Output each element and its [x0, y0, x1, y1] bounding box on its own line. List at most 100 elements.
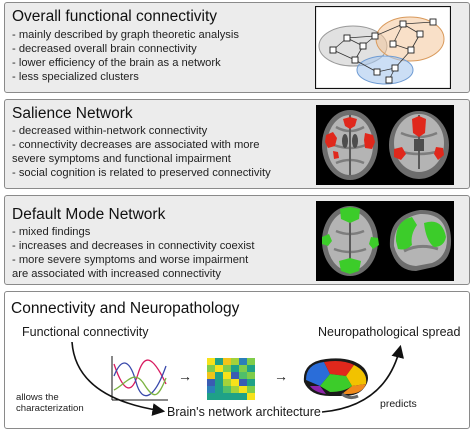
bullet-list: - mainly described by graph theoretic an…: [12, 28, 239, 84]
matrix-cell: [247, 372, 255, 379]
matrix-cell: [223, 393, 231, 400]
matrix-cell: [231, 365, 239, 372]
pathology-region: [320, 374, 352, 392]
list-item: - more severe symptoms and worse impairm…: [12, 254, 249, 266]
matrix-cell: [215, 379, 223, 386]
matrix-cell: [215, 358, 223, 365]
graph-node: [329, 46, 337, 54]
matrix-cell: [247, 393, 255, 400]
graph-node: [343, 34, 351, 42]
graph-node: [429, 18, 437, 26]
matrix-cell: [239, 358, 247, 365]
network-graph-illustration: [315, 6, 451, 89]
panel-default-mode-network: Default Mode Network - mixed findings - …: [4, 195, 470, 285]
brain-network-architecture-label: Brain's network architecture: [167, 405, 321, 419]
graph-node: [399, 20, 407, 28]
matrix-cell: [215, 372, 223, 379]
allows-line-1: allows the: [16, 392, 59, 403]
panel-title: Overall functional connectivity: [12, 8, 218, 25]
graph-node: [371, 32, 379, 40]
matrix-cell: [239, 379, 247, 386]
matrix-cell: [231, 379, 239, 386]
panel-title: Connectivity and Neuropathology: [11, 300, 240, 317]
salience-cluster: [343, 117, 357, 129]
functional-connectivity-label: Functional connectivity: [22, 325, 149, 339]
dmn-cluster: [395, 217, 417, 250]
allows-line-2: characterization: [16, 403, 84, 414]
coronal-brain-slice: [389, 111, 449, 179]
dmn-cluster: [424, 221, 446, 247]
graph-node: [407, 46, 415, 54]
arrow-characterization: [71, 341, 166, 416]
matrix-cell: [239, 365, 247, 372]
dmn-cluster: [322, 234, 332, 246]
matrix-cell: [215, 365, 223, 372]
axial-brain-slice: [322, 206, 379, 276]
sagittal-brain-slice: [389, 209, 452, 271]
matrix-cell: [223, 365, 231, 372]
matrix-cell: [231, 372, 239, 379]
timeseries-plot: [111, 356, 168, 401]
list-item: - increases and decreases in connectivit…: [12, 240, 255, 252]
graph-node: [351, 56, 359, 64]
predicts-label: predicts: [380, 398, 417, 410]
pathology-region: [324, 361, 354, 376]
salience-brain-images: [316, 105, 454, 185]
salience-cluster: [325, 132, 337, 148]
list-item: - lower efficiency of the brain as a net…: [12, 57, 221, 69]
list-item: are associated with increased connectivi…: [12, 268, 221, 280]
list-item: - mixed findings: [12, 226, 91, 238]
timeseries-line: [113, 362, 167, 397]
salience-cluster: [364, 133, 375, 149]
matrix-cell: [239, 386, 247, 393]
matrix-cell: [223, 358, 231, 365]
matrix-cell: [207, 365, 215, 372]
arrow-glyph-1: →: [178, 368, 192, 384]
dmn-cluster: [369, 237, 379, 249]
matrix-cell: [247, 379, 255, 386]
bullet-list: - decreased within-network connectivity …: [12, 124, 271, 180]
graph-node: [416, 30, 424, 38]
pathology-region: [310, 386, 326, 394]
timeseries-line: [113, 376, 167, 396]
list-item: - mainly described by graph theoretic an…: [12, 29, 239, 41]
matrix-cell: [247, 365, 255, 372]
matrix-cell: [247, 358, 255, 365]
dmn-cluster: [339, 258, 361, 274]
matrix-cell: [231, 386, 239, 393]
neuropathological-spread-label: Neuropathological spread: [318, 325, 461, 339]
arrow-glyph-2: →: [274, 368, 288, 384]
matrix-cell: [231, 393, 239, 400]
list-item: - social cognition is related to preserv…: [12, 167, 271, 179]
list-item: - decreased overall brain connectivity: [12, 43, 197, 55]
matrix-cell: [223, 372, 231, 379]
matrix-cell: [223, 386, 231, 393]
list-item: - decreased within-network connectivity: [12, 125, 208, 137]
salience-cluster: [394, 147, 406, 160]
matrix-cell: [231, 358, 239, 365]
axial-brain-slice: [322, 110, 378, 180]
panel-overall-connectivity: Overall functional connectivity - mainly…: [4, 2, 470, 93]
matrix-cell: [207, 372, 215, 379]
timeseries-line: [113, 359, 167, 389]
graph-node: [391, 64, 399, 72]
graph-node: [389, 40, 397, 48]
matrix-cell: [239, 393, 247, 400]
allows-characterization-label: allows the characterization: [16, 392, 84, 414]
matrix-cell: [215, 393, 223, 400]
panel-salience-network: Salience Network - decreased within-netw…: [4, 99, 470, 189]
pathology-region: [306, 362, 330, 386]
matrix-cell: [207, 393, 215, 400]
panel-title: Default Mode Network: [12, 206, 166, 223]
matrix-cell: [223, 379, 231, 386]
list-item: - connectivity decreases are associated …: [12, 139, 260, 151]
panel-title: Salience Network: [12, 105, 133, 122]
default-mode-brain-images: [316, 201, 454, 281]
bullet-list: - mixed findings - increases and decreas…: [12, 225, 255, 281]
pathology-region: [346, 365, 367, 386]
matrix-cell: [207, 358, 215, 365]
connectivity-matrix: [207, 358, 255, 400]
salience-cluster: [333, 151, 339, 159]
dmn-cluster: [340, 207, 360, 223]
